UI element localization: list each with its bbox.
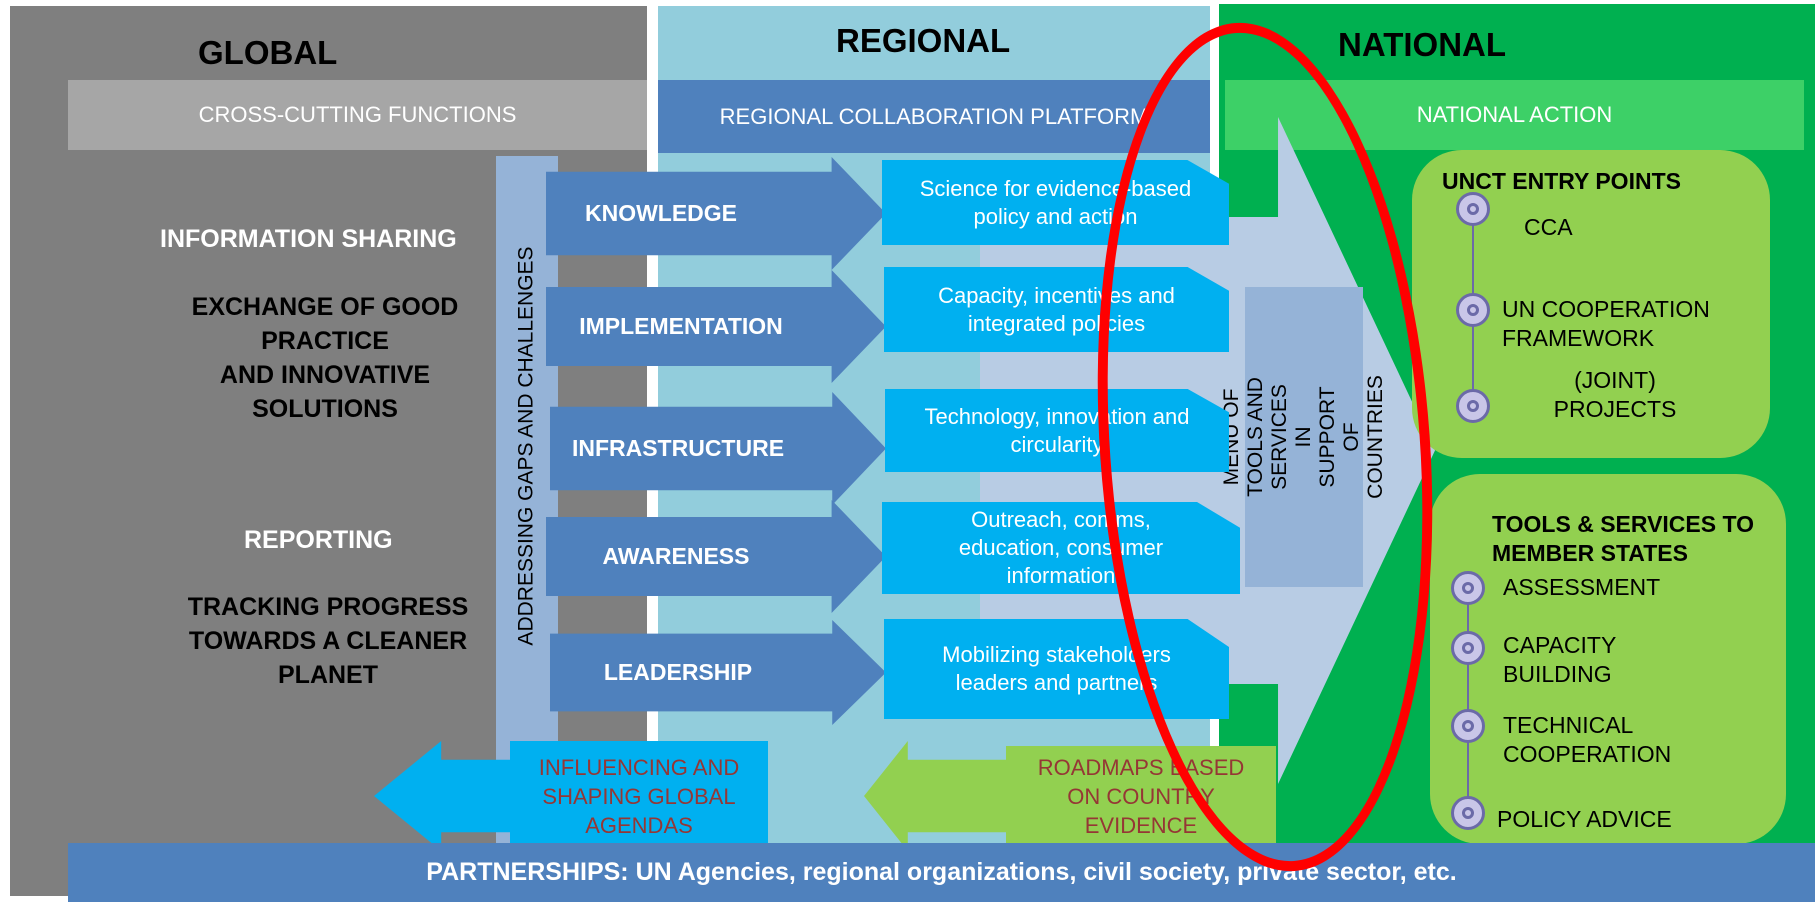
implementation-label: IMPLEMENTATION [579, 313, 783, 339]
global-title: GLOBAL [198, 34, 338, 71]
leadership-detail-box: Mobilizing stakeholders leaders and part… [884, 619, 1229, 719]
tools-item-assessment: ASSESSMENT [1503, 574, 1661, 600]
unct-title: UNCT ENTRY POINTS [1442, 168, 1681, 194]
leadership-label: LEADERSHIP [603, 659, 753, 685]
national-title: NATIONAL [1338, 26, 1507, 63]
national-action-bar: NATIONAL ACTION [1225, 80, 1804, 150]
exchange-good-practice-text: EXCHANGE OF GOOD PRACTICE AND INNOVATIVE… [191, 293, 459, 423]
unct-item-cooperation: UN COOPERATION FRAMEWORK [1502, 296, 1710, 351]
tools-item-policy-advice: POLICY ADVICE [1497, 806, 1672, 832]
knowledge-label: KNOWLEDGE [584, 200, 738, 226]
assessment-dot-icon [1451, 571, 1485, 605]
regional-title: REGIONAL [836, 22, 1011, 59]
knowledge-detail-box: Science for evidence-based policy and ac… [882, 160, 1229, 245]
cross-cutting-bar: CROSS-CUTTING FUNCTIONS [68, 80, 647, 150]
implementation-arrow: IMPLEMENTATION [546, 270, 886, 383]
menu-tools-box: MENU OF TOOLS AND SERVICES IN SUPPORT OF… [1220, 287, 1387, 587]
tools-item-technical-cooperation: TECHNICAL COOPERATION [1503, 712, 1672, 767]
infrastructure-arrow: INFRASTRUCTURE [550, 392, 886, 505]
unct-item-cca: CCA [1524, 214, 1573, 240]
regional-platform-bar: REGIONAL COLLABORATION PLATFORM [658, 80, 1210, 153]
information-sharing-text: INFORMATION SHARING [160, 225, 457, 253]
reporting-text: REPORTING [244, 526, 393, 554]
partnerships-bar: PARTNERSHIPS: UN Agencies, regional orga… [68, 843, 1815, 902]
cooperation-dot-icon [1456, 293, 1490, 327]
infrastructure-detail-box: Technology, innovation and circularity [885, 389, 1229, 472]
awareness-label: AWARENESS [602, 543, 750, 569]
tracking-progress-text: TRACKING PROGRESS TOWARDS A CLEANER PLAN… [187, 593, 469, 689]
technical-cooperation-dot-icon [1451, 709, 1485, 743]
tools-item-capacity-building: CAPACITY BUILDING [1503, 632, 1616, 687]
tools-services-box [1430, 474, 1786, 844]
influencing-box: INFLUENCING AND SHAPING GLOBAL AGENDAS [510, 741, 768, 851]
cca-dot-icon [1456, 192, 1490, 226]
policy-advice-dot-icon [1451, 796, 1485, 830]
leadership-arrow: LEADERSHIP [550, 620, 886, 725]
infrastructure-label: INFRASTRUCTURE [571, 435, 785, 461]
tools-title: TOOLS & SERVICES TO MEMBER STATES [1492, 511, 1755, 566]
projects-dot-icon [1456, 389, 1490, 423]
awareness-arrow: AWARENESS [546, 500, 886, 613]
knowledge-arrow: KNOWLEDGE [546, 157, 886, 270]
roadmaps-box: ROADMAPS BASED ON COUNTRY EVIDENCE [1006, 746, 1276, 846]
tools-line [1467, 590, 1469, 815]
unct-item-projects: (JOINT) PROJECTS [1553, 367, 1677, 422]
awareness-detail-box: Outreach, comms, education, consumer inf… [882, 502, 1240, 594]
gaps-label-text: ADDRESSING GAPS AND CHALLENGES [515, 246, 538, 646]
implementation-detail-box: Capacity, incentives and integrated poli… [884, 267, 1229, 352]
capacity-building-dot-icon [1451, 631, 1485, 665]
